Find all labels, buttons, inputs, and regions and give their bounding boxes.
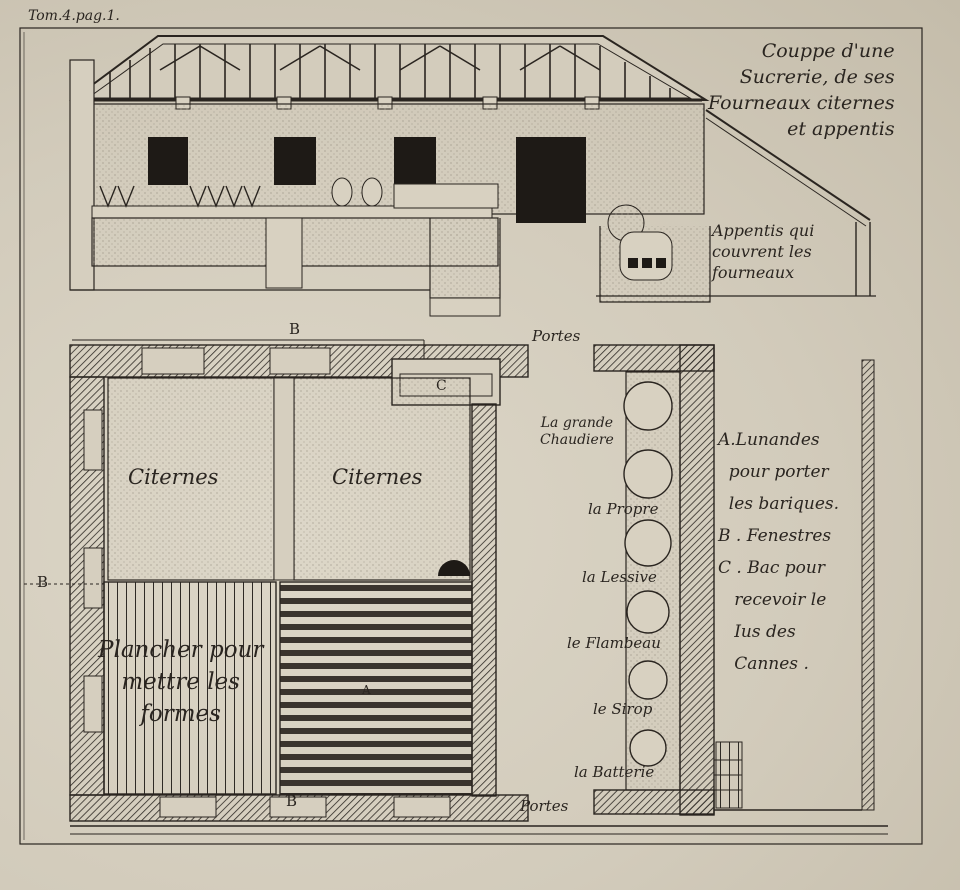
kettle-bench — [625, 371, 681, 791]
kettle-sirop — [628, 660, 668, 700]
marker-b-bottom: B — [286, 792, 298, 810]
citernes-left-label: Citernes — [128, 465, 219, 489]
kettle-lessive — [624, 519, 672, 567]
kettle-flambeau — [626, 590, 670, 634]
section-view — [68, 35, 876, 317]
plancher-label: Plancher pour mettre les formes — [98, 637, 264, 727]
plan-view — [24, 339, 888, 835]
citernes-right-label: Citernes — [332, 465, 423, 489]
kettle-label-grande-chaudiere: La grande Chaudiere — [540, 415, 614, 448]
kettle-propre — [623, 449, 673, 499]
section-title: Couppe d'une Sucrerie, de ses Fourneaux … — [708, 40, 895, 140]
legend-key: A.Lunandes pour porter les bariques. B .… — [718, 430, 840, 674]
appentis-label: Appentis qui couvrent les fourneaux — [712, 221, 815, 282]
kettle-label-sirop: le Sirop — [593, 700, 653, 718]
marker-b-top: B — [289, 320, 301, 338]
kettle-label-batterie: la Batterie — [574, 763, 655, 781]
portes-bottom-label: Portes — [520, 797, 569, 815]
cistern-right — [293, 377, 471, 581]
kettle-label-propre: la Propre — [588, 500, 659, 518]
plancher-floor — [103, 581, 277, 795]
kettle-label-flambeau: le Flambeau — [567, 634, 661, 652]
plate-border — [19, 27, 923, 845]
kettle-batterie — [629, 729, 667, 767]
marker-c: C — [436, 378, 447, 394]
kettle-label-lessive: la Lessive — [582, 568, 657, 586]
cistern-left — [107, 377, 275, 581]
marker-a: A — [362, 683, 371, 697]
kettle-grande-chaudiere — [623, 381, 673, 431]
tome-page-heading: Tom.4.pag.1. — [28, 8, 120, 24]
lunandes-floor — [279, 581, 473, 795]
marker-b-left: B — [37, 573, 49, 591]
roof-truss — [109, 44, 671, 98]
portes-top-label: Portes — [532, 327, 581, 345]
kettles — [623, 381, 673, 767]
sugar-forms — [99, 185, 261, 208]
